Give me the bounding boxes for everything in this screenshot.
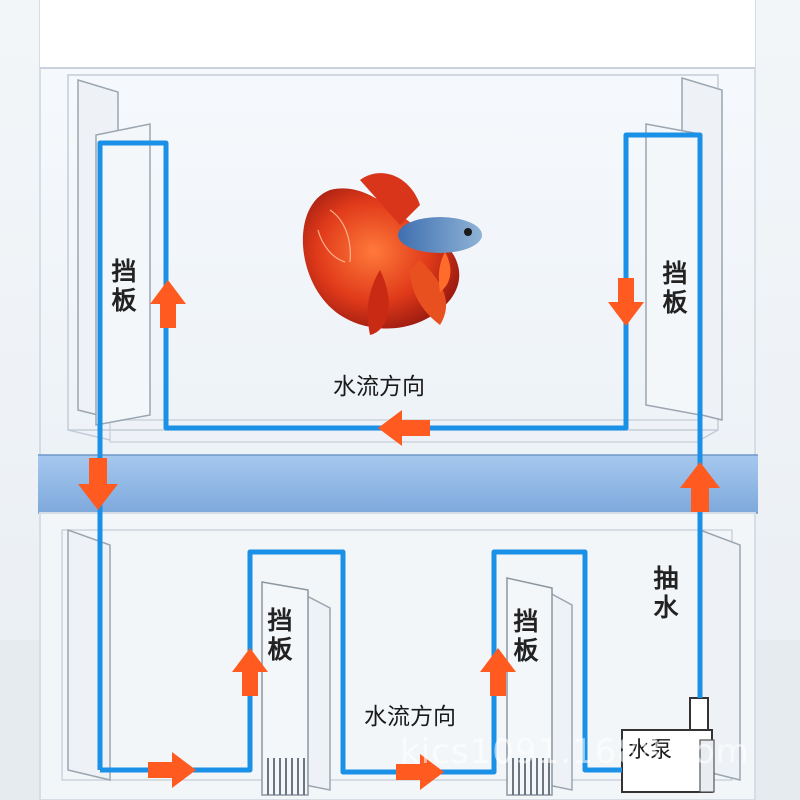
pump-in-label: 抽水	[650, 565, 679, 623]
water-pump	[621, 697, 715, 793]
baffle-top-left	[77, 78, 151, 426]
baffle-bottom-2	[506, 577, 573, 796]
arrow-left-top	[378, 410, 430, 446]
arrow-up-top-left	[150, 280, 186, 328]
arrow-right-bottom-1	[148, 752, 196, 788]
divider-band	[38, 454, 758, 514]
baffle-label-top-left: 挡板	[108, 258, 137, 316]
baffle-label-bottom-2: 挡板	[510, 608, 539, 666]
baffle-top-right	[645, 76, 723, 421]
betta-fish	[302, 173, 482, 335]
baffle-label-bottom-1: 挡板	[264, 607, 293, 665]
baffle-bottom-1	[261, 581, 331, 796]
watermark: kics1091.1688.com	[400, 732, 750, 772]
flow-direction-label-bottom: 水流方向	[364, 704, 456, 730]
pump-label: 水泵	[628, 738, 673, 763]
arrow-up-bottom-1	[232, 648, 268, 696]
arrow-up-divider	[680, 462, 720, 512]
flow-direction-label-top: 水流方向	[333, 374, 425, 400]
arrow-right-bottom-2	[396, 754, 444, 790]
arrow-down-divider	[78, 458, 118, 510]
arrow-up-bottom-2	[480, 648, 516, 696]
baffle-label-top-right: 挡板	[659, 260, 688, 318]
flow-arrows	[78, 278, 720, 790]
baffle-bottom-left	[67, 528, 111, 781]
arrow-down-top-right	[608, 278, 644, 326]
